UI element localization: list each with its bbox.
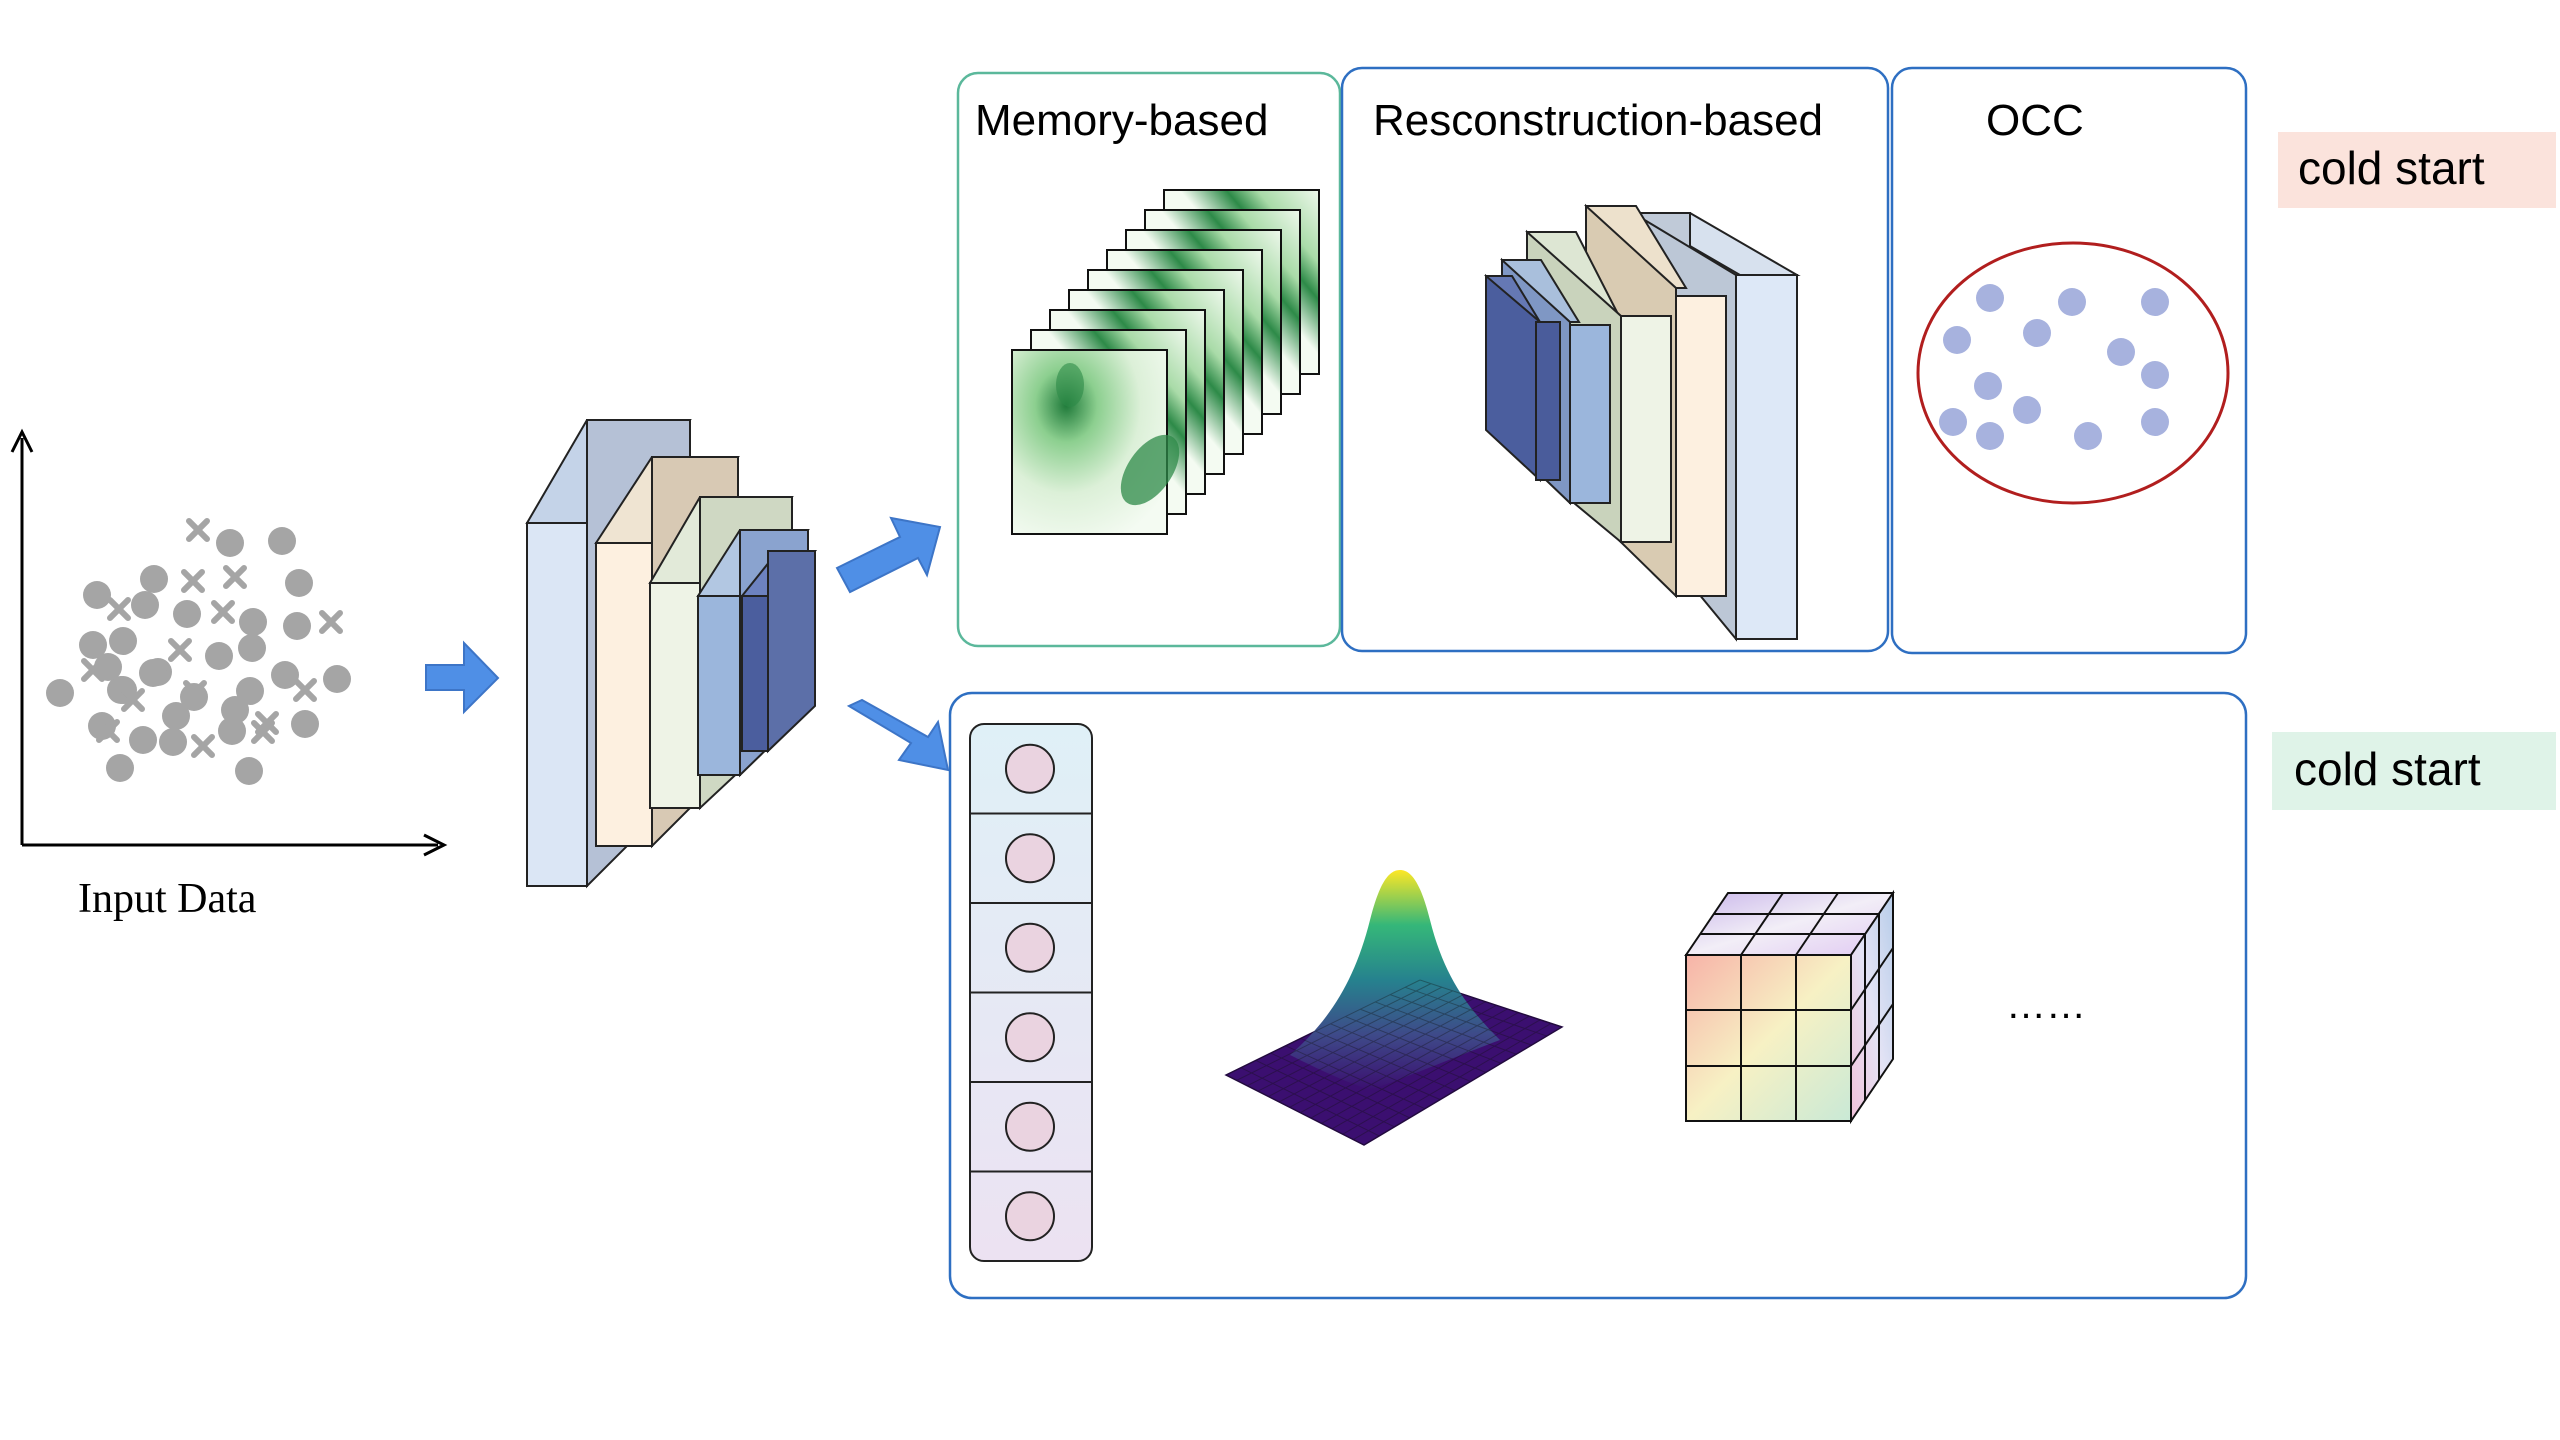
heatmap-stack-icon	[1011, 189, 1320, 535]
scatter-circle	[83, 581, 111, 609]
cold-start-label-top: cold start	[2298, 142, 2485, 194]
scatter-cross	[168, 638, 192, 662]
memory-based-panel: Memory-based	[956, 71, 1342, 648]
scatter-cross	[107, 597, 131, 621]
gaussian-surface-icon	[1224, 870, 1564, 1146]
cold-start-label-bottom: cold start	[2294, 743, 2481, 795]
scatter-cross	[211, 600, 235, 624]
scatter-circle	[159, 728, 187, 756]
cube-icon	[1684, 889, 1895, 1125]
scatter-cross	[183, 680, 207, 704]
scatter-cross	[191, 734, 215, 758]
occ-dot	[1939, 408, 1967, 436]
occ-dot	[2058, 288, 2086, 316]
scatter-cross	[121, 688, 145, 712]
scatter-circle	[106, 754, 134, 782]
bottom-panel: ……	[948, 691, 2248, 1300]
scatter-circle	[323, 665, 351, 693]
block-arrow-icon	[425, 640, 500, 715]
scatter-circle	[46, 679, 74, 707]
scatter-cross	[223, 565, 247, 589]
occ-dot	[2141, 361, 2169, 389]
scatter-circle	[205, 642, 233, 670]
occ-dot	[2107, 338, 2135, 366]
scatter-cross	[293, 678, 317, 702]
node-column	[969, 723, 1093, 1262]
block-arrow-icon	[835, 516, 942, 594]
scatter-circle	[173, 600, 201, 628]
occ-dot	[1974, 372, 2002, 400]
scatter-circle	[283, 612, 311, 640]
scatter-points	[46, 518, 351, 785]
axis-arrow-icon	[423, 833, 448, 857]
scatter-cross	[81, 658, 105, 682]
scatter-circle	[271, 661, 299, 689]
circle-node-icon	[1005, 1191, 1055, 1242]
memory-panel-title: Memory-based	[975, 96, 1268, 145]
occ-dot	[1943, 326, 1971, 354]
scatter-cross	[251, 720, 275, 744]
input-scatter-plot: Input Data	[10, 428, 448, 922]
occ-dot	[2013, 396, 2041, 424]
axis-arrow-icon	[10, 428, 34, 453]
cnn-layers-icon	[525, 419, 818, 889]
scatter-cross	[186, 518, 210, 542]
ellipsis-text: ……	[2006, 983, 2086, 1027]
circle-node-icon	[1005, 1101, 1055, 1152]
occ-points	[1939, 284, 2169, 450]
scatter-circle	[285, 569, 313, 597]
occ-dot	[2074, 422, 2102, 450]
autoencoder-layers-icon	[1484, 203, 1801, 642]
occ-dot	[2141, 288, 2169, 316]
occ-dot	[2023, 319, 2051, 347]
cold-start-tag-top: cold start	[2278, 132, 2556, 208]
occ-dot	[1976, 284, 2004, 312]
block-arrow-icon	[846, 698, 950, 772]
scatter-circle	[109, 627, 137, 655]
scatter-circle	[291, 710, 319, 738]
scatter-circle	[79, 631, 107, 659]
scatter-circle	[236, 677, 264, 705]
scatter-cross	[319, 610, 343, 634]
occ-dot	[2141, 408, 2169, 436]
scatter-circle	[129, 726, 157, 754]
occ-panel: OCC	[1890, 66, 2248, 655]
scatter-circle	[221, 696, 249, 724]
circle-node-icon	[1005, 922, 1055, 973]
heatmap-sheet	[1011, 349, 1168, 535]
occ-boundary	[1916, 241, 2230, 505]
circle-node-icon	[1005, 833, 1055, 884]
scatter-cross	[181, 569, 205, 593]
circle-node-icon	[1005, 1012, 1055, 1063]
scatter-circle	[239, 608, 267, 636]
reconstruction-panel-title: Resconstruction-based	[1373, 96, 1823, 145]
scatter-circle	[218, 717, 246, 745]
circle-node-icon	[1005, 743, 1055, 794]
scatter-circle	[162, 702, 190, 730]
scatter-circle	[139, 659, 167, 687]
occ-dot	[1976, 422, 2004, 450]
scatter-circle	[131, 591, 159, 619]
scatter-circle	[238, 634, 266, 662]
scatter-circle	[140, 565, 168, 593]
scatter-circle	[268, 527, 296, 555]
scatter-circle	[235, 757, 263, 785]
occ-panel-title: OCC	[1986, 96, 2084, 145]
reconstruction-based-panel: Resconstruction-based	[1340, 66, 1890, 653]
scatter-cross	[96, 719, 120, 743]
input-data-label: Input Data	[78, 876, 257, 922]
scatter-circle	[216, 529, 244, 557]
cold-start-tag-bottom: cold start	[2272, 732, 2556, 810]
